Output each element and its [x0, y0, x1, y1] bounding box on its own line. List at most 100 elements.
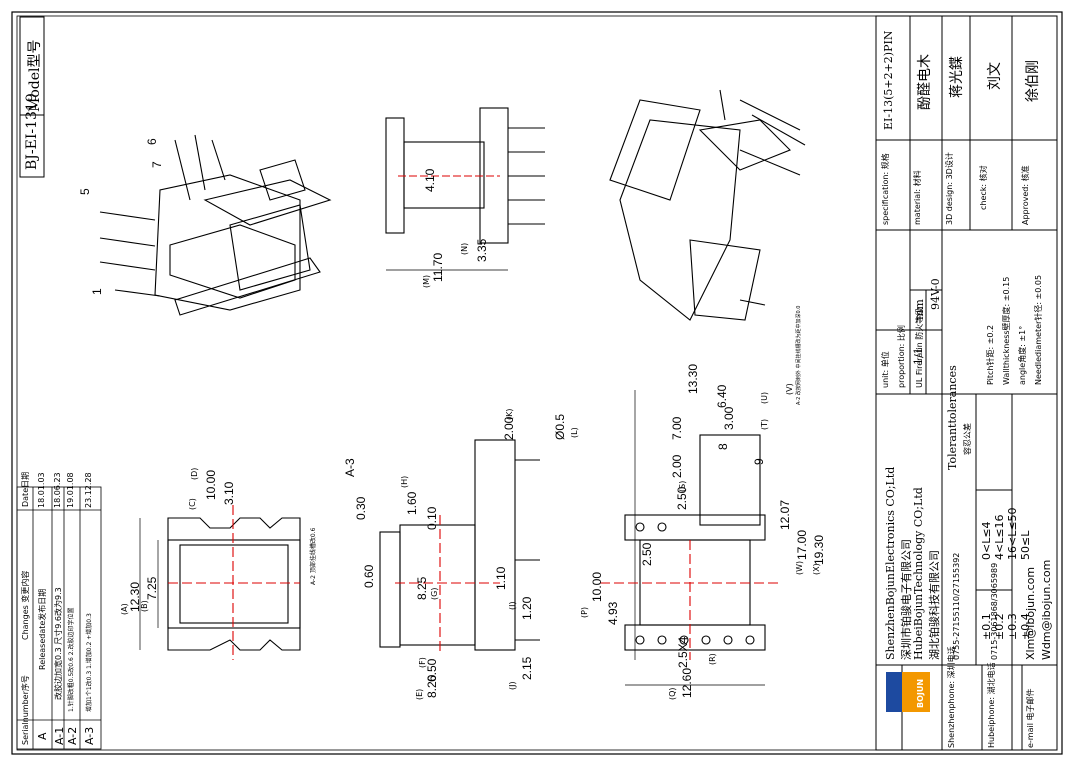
- company-2: HubeiBojunTechnology CO;Ltd: [912, 487, 925, 660]
- ref-p: (P): [580, 606, 589, 618]
- dim-3-35: 3.35: [475, 238, 489, 262]
- ref-b: (B): [140, 600, 149, 612]
- top-view: [385, 107, 545, 271]
- changes-row-2-content: 1.针脚改粗0.5改0.6 2.改胶边印字位置: [68, 607, 75, 712]
- changes-row-1-content: 改胶边加宽0.3 尺寸9.6改为9.3: [54, 587, 63, 700]
- logo-text: BOJUN: [916, 678, 925, 708]
- dim-17-00: 17.00: [795, 529, 809, 560]
- changes-row-0-date: 18.01.03: [37, 472, 46, 508]
- dim-0-10: 0.10: [425, 506, 439, 530]
- email-label: e-mail 电子邮件: [1026, 688, 1035, 749]
- dim-2-5x4: 2.5X4: [676, 636, 690, 668]
- changes-row-3-date: 23.12.28: [84, 472, 93, 508]
- dim-0-60: 0.60: [362, 564, 376, 588]
- dim-12-60: 12.60: [680, 667, 694, 698]
- dim-2-50b: 2.50: [640, 542, 654, 566]
- dim-4-10: 4.10: [423, 168, 437, 192]
- hb-phone-label: Hubeiphone: 湖北电话: [987, 662, 996, 748]
- dim-a3: A-3: [343, 458, 357, 477]
- ref-a: (A): [120, 603, 129, 615]
- tol-range-0: 0<L≤4: [980, 521, 993, 560]
- outer-frame: [11, 11, 1063, 755]
- changes-content-header: Changes 变更内容: [21, 570, 30, 640]
- dim-3-10: 3.10: [222, 481, 236, 505]
- changes-row-3-serial: A-3: [83, 726, 96, 745]
- ref-n: (N): [460, 242, 469, 255]
- note-a2: A-2 顶部挂线槽改0.6: [310, 527, 317, 585]
- note-bottom: A-2 改按网刺外 中间挂线槽改为距中加深0.0: [796, 305, 802, 405]
- dim-1-60: 1.60: [405, 491, 419, 515]
- dim-8: 8: [716, 443, 730, 450]
- ul-value: 94V-0: [929, 278, 942, 310]
- dim-8-20: 8.20: [425, 674, 439, 698]
- model-value: BJ-EI-1319: [24, 93, 40, 170]
- ref-h: (H): [400, 475, 409, 488]
- approved-label: Approved: 核准: [1021, 165, 1030, 225]
- tol-sub: 容忍公差: [963, 423, 972, 455]
- angle-tol: angle角度: ±1°: [1018, 325, 1027, 385]
- company-3: 湖北铂骏科技有限公司: [928, 550, 941, 660]
- model-box: [19, 16, 45, 178]
- ref-e: (E): [415, 688, 424, 700]
- ref-u: (U): [760, 391, 769, 404]
- bottom-view: [600, 390, 780, 686]
- ref-g: (G): [430, 587, 439, 600]
- wall-tol: Wallthickness壁厚度: ±0.15: [1002, 276, 1011, 385]
- company-0: ShenzhenBojunElectronics CO;Ltd: [884, 466, 897, 660]
- changes-row-0-content: Releasedate发布日期: [38, 588, 47, 670]
- dim-3-00: 3.00: [722, 406, 736, 430]
- dim-1-10: 1.10: [494, 566, 508, 590]
- iso-view-right: [609, 89, 806, 321]
- spec-value: EI-13(5+2+2)PIN: [882, 30, 895, 130]
- check-label: check: 核对: [979, 165, 988, 210]
- hb-phone: 0715-3061868/3065989: [990, 562, 999, 660]
- ref-x: (X): [812, 563, 821, 575]
- changes-row-2-serial: A-2: [66, 726, 79, 745]
- changes-row-2-date: 19.01.08: [66, 472, 75, 508]
- iso-view-left: [99, 134, 332, 316]
- material-value: 酚醛电木: [917, 54, 933, 110]
- pin-1: 1: [90, 288, 104, 295]
- ref-w: (W): [795, 560, 804, 575]
- tol-range-2: 16<L≤50: [1006, 507, 1019, 560]
- changes-row-1-serial: A-1: [53, 726, 66, 745]
- spec-label: specification: 规格: [881, 153, 890, 225]
- ref-k: (K): [505, 408, 514, 421]
- changes-serial-header: Serialnumber序号: [21, 675, 30, 745]
- title-block-frame: [875, 15, 1058, 751]
- ref-q: (Q): [668, 687, 677, 700]
- ref-m: (M): [422, 274, 431, 288]
- dim-11-70: 11.70: [431, 252, 445, 282]
- ref-v: (V): [785, 383, 794, 395]
- dim-9: 9: [752, 458, 766, 465]
- dim-8-25: 8.25: [415, 576, 429, 600]
- pitch-tol: Pitch针距: ±0.2: [986, 324, 995, 385]
- check-value: 刘文: [987, 62, 1003, 90]
- dim-4-93: 4.93: [606, 601, 620, 625]
- dim-0-30: 0.30: [354, 496, 368, 520]
- unit-label: unit: 单位: [881, 351, 890, 388]
- dim-2-15: 2.15: [520, 656, 534, 680]
- changes-date-header: Date日期: [21, 471, 30, 507]
- ref-d: (D): [190, 467, 199, 480]
- sz-phone: 0755-27155110/27155392: [952, 552, 961, 660]
- tol-title: Toleranttolerances: [946, 365, 959, 470]
- sz-phone-label: Shenzhenphone: 深圳电话: [947, 646, 956, 748]
- changes-row-3-content: 增加1个1改0.3 1.增加0.2 +增加0.3: [86, 613, 93, 712]
- dim-19-30: 19.30: [812, 534, 826, 565]
- ref-c: (C): [188, 498, 197, 510]
- dim-12-07: 12.07: [778, 499, 792, 530]
- ref-s: (S): [678, 480, 687, 492]
- dim-2-00b: 2.00: [670, 454, 684, 478]
- dim-13-30: 13.30: [686, 363, 700, 394]
- pin-7: 7: [150, 161, 164, 168]
- ref-j: (J): [508, 681, 517, 690]
- logo-icon: [886, 672, 902, 712]
- changes-table: [16, 486, 102, 750]
- needle-tol: Needlediameter针径: ±0.05: [1034, 274, 1043, 385]
- ref-r: (R): [708, 653, 717, 665]
- tol-range-3: 50≤L: [1019, 530, 1032, 560]
- email-1: Wdm@ibojun.com: [1040, 559, 1053, 660]
- tol-value-2: ±0.3: [1006, 613, 1019, 640]
